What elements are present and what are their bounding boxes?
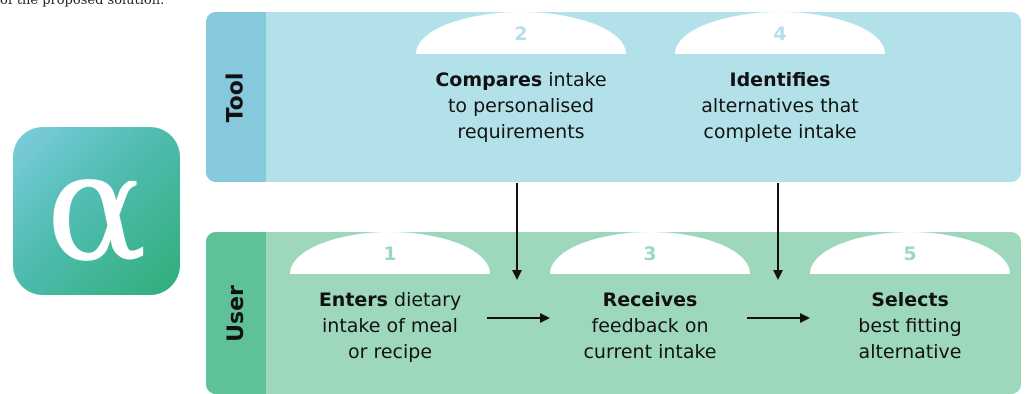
step-3-bold: Receives [602,289,698,311]
step-4-text: Identifies alternatives that complete in… [675,67,885,145]
step-3: 3 Receives feedback on current intake [550,232,750,394]
step-1-bold: Enters [318,289,388,311]
user-lane: User 1 Enters dietary intake of meal or … [206,232,1021,394]
step-5-text: Selects best fitting alternative [810,287,1010,365]
tool-lane-label: Tool [206,12,266,182]
step-3-line3: current intake [583,341,717,363]
step-1-line3: or recipe [347,341,433,363]
step-2-line2: to personalised [447,95,595,117]
step-1-number: 1 [383,243,397,265]
step-2-rest: intake [542,69,607,91]
alpha-logo: α [13,127,180,295]
step-2-number: 2 [514,23,528,45]
step-2-text: Compares intake to personalised requirem… [416,67,626,145]
step-4-number: 4 [773,23,787,45]
step-1: 1 Enters dietary intake of meal or recip… [290,232,490,394]
step-2-bold: Compares [435,69,543,91]
step-1-line2: intake of meal [322,315,458,337]
step-5-bold: Selects [871,289,949,311]
step-5: 5 Selects best fitting alternative [810,232,1010,394]
step-3-line2: feedback on [591,315,709,337]
step-4-bold: Identifies [729,69,831,91]
alpha-glyph: α [45,121,148,295]
step-1-text: Enters dietary intake of meal or recipe [290,287,490,365]
tool-lane: Tool 2 Compares intake to personalised r… [206,12,1021,182]
step-5-line3: alternative [858,341,962,363]
step-2-line3: requirements [457,121,585,143]
step-4-line2: alternatives that [701,95,859,117]
step-5-line2: best fitting [858,315,962,337]
step-1-rest: dietary [387,289,462,311]
step-2: 2 Compares intake to personalised requir… [416,12,626,182]
step-5-number: 5 [903,243,917,265]
step-3-number: 3 [643,243,657,265]
step-4: 4 Identifies alternatives that complete … [675,12,885,182]
caption-text: of the proposed solution. [0,0,165,8]
user-lane-label: User [206,232,266,394]
step-4-line3: complete intake [703,121,857,143]
step-3-text: Receives feedback on current intake [550,287,750,365]
